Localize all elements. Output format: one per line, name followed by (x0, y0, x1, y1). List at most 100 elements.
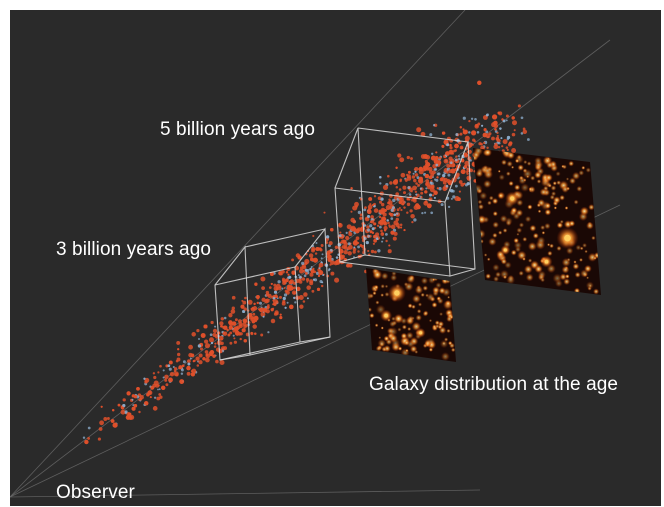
galaxy-point (326, 250, 331, 255)
galaxy-point (483, 128, 487, 132)
density-spot (545, 173, 553, 182)
galaxy-point-blue (449, 189, 454, 193)
galaxy-point (522, 129, 528, 135)
density-spot (568, 220, 576, 227)
galaxy-point-blue (454, 158, 458, 162)
galaxy-point (454, 143, 459, 149)
galaxy-point-blue (277, 280, 281, 284)
density-spot (431, 277, 436, 282)
density-spot (528, 187, 533, 192)
galaxy-point (320, 284, 324, 288)
galaxy-point (223, 325, 228, 330)
density-spot (544, 202, 552, 210)
density-spot (388, 326, 398, 337)
galaxy-point-blue (162, 369, 165, 372)
galaxy-point (406, 202, 411, 207)
density-spot (384, 284, 389, 289)
galaxy-point (357, 250, 360, 253)
galaxy-point (255, 294, 260, 299)
galaxy-point-blue (425, 187, 428, 190)
density-spot (405, 348, 409, 353)
density-map-near (366, 268, 456, 362)
galaxy-point (136, 386, 140, 391)
lightcone-edge-lines (10, 10, 621, 498)
galaxy-point (231, 306, 235, 310)
galaxy-point (229, 341, 233, 345)
density-spot (475, 169, 484, 178)
density-spot (397, 346, 403, 351)
galaxy-point (233, 337, 236, 340)
density-spot (553, 206, 558, 210)
galaxy-point-blue (143, 377, 146, 380)
galaxy-point (364, 206, 367, 209)
galaxy-point (279, 295, 282, 299)
galaxy-point (316, 287, 321, 291)
galaxy-point (402, 191, 407, 195)
galaxy-point (149, 396, 152, 399)
lightcone-graphic (10, 10, 621, 498)
galaxy-point (161, 385, 166, 390)
density-spot (406, 274, 416, 284)
galaxy-point-blue (449, 161, 453, 165)
galaxy-point (202, 357, 206, 361)
density-spot (434, 320, 440, 326)
galaxy-point (383, 229, 387, 232)
galaxy-point (501, 145, 504, 148)
density-spot (492, 263, 500, 272)
density-spot (407, 326, 412, 332)
galaxy-point (388, 207, 392, 210)
density-spot (426, 293, 435, 302)
galaxy-point (199, 347, 204, 351)
density-spot (549, 243, 554, 249)
galaxy-point-blue (267, 331, 270, 334)
galaxy-point (388, 244, 391, 247)
density-spot (479, 191, 488, 200)
density-spot (416, 309, 422, 314)
galaxy-point (293, 292, 296, 295)
density-spot (579, 246, 584, 251)
galaxy-point (424, 190, 428, 194)
galaxy-point (477, 80, 482, 85)
galaxy-point (145, 401, 148, 404)
galaxy-point (352, 250, 356, 254)
galaxy-point (348, 231, 351, 234)
galaxy-point (398, 207, 401, 209)
galaxy-point (368, 197, 373, 201)
galaxy-point-blue (446, 143, 450, 147)
galaxy-point (430, 155, 436, 161)
galaxy-point-blue (414, 170, 417, 173)
galaxy-point-blue (419, 187, 423, 190)
galaxy-point (388, 198, 391, 201)
galaxy-point-blue (502, 119, 506, 123)
galaxy-point (436, 187, 439, 190)
galaxy-point (373, 222, 377, 226)
galaxy-point-blue (180, 372, 184, 375)
galaxy-point (212, 354, 216, 358)
galaxy-point (175, 373, 179, 377)
galaxy-point (265, 290, 270, 295)
galaxy-point (420, 196, 423, 199)
galaxy-point (205, 357, 210, 363)
galaxy-point (228, 313, 233, 318)
galaxy-point (282, 277, 285, 281)
galaxy-point-blue (442, 174, 446, 178)
galaxy-point (304, 258, 310, 265)
galaxy-point (334, 245, 339, 249)
density-spot (400, 332, 408, 340)
galaxy-point-blue (379, 225, 382, 229)
galaxy-point (312, 257, 318, 263)
galaxy-point (186, 365, 191, 371)
galaxy-point (513, 129, 516, 132)
galaxy-point (403, 229, 406, 232)
galaxy-point (464, 153, 469, 158)
galaxy-point (159, 364, 162, 368)
galaxy-point (511, 132, 516, 137)
galaxy-point-blue (485, 114, 489, 117)
density-spot (517, 164, 524, 171)
galaxy-point-blue (381, 240, 384, 243)
galaxy-point-blue (297, 274, 300, 277)
galaxy-point (165, 383, 169, 387)
galaxy-point-blue (466, 182, 470, 186)
density-spot (381, 272, 389, 280)
galaxy-point (305, 277, 310, 282)
